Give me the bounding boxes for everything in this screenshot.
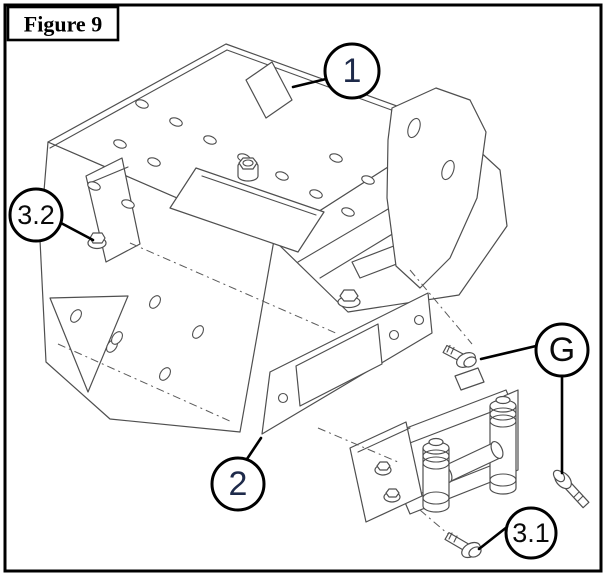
hex-bolt-g-duplicate [552, 469, 590, 509]
deck-holes [87, 99, 375, 217]
callout-1-label: 1 [343, 52, 362, 90]
projection-lines [57, 242, 473, 535]
fairlead-end-plate [349, 421, 423, 523]
front-panel-bolt [337, 289, 361, 309]
roller-fairlead-assembly [349, 367, 519, 523]
callout-1: 1 [291, 42, 381, 100]
callout-g: G [479, 322, 590, 475]
figure-title: Figure 9 [24, 12, 102, 37]
hex-bolt-g [442, 344, 477, 368]
figure-label-box: Figure 9 [6, 5, 120, 42]
callout-3-2: 3.2 [8, 187, 95, 243]
callout-3-1: 3.1 [477, 506, 558, 560]
callout-2: 2 [210, 436, 266, 512]
apron-holes [110, 295, 205, 381]
roller-right [489, 395, 517, 495]
hex-bolt-lower [444, 532, 482, 559]
callout-3-1-label: 3.1 [512, 518, 550, 548]
roller-left [422, 437, 450, 513]
fairlead-mounting-plate [261, 292, 433, 435]
callout-2-label: 2 [229, 465, 248, 503]
callouts: 1 2 3.1 3.2 G [8, 42, 590, 560]
callout-g-label: G [549, 331, 575, 369]
deck-nut [237, 157, 259, 182]
callout-3-2-label: 3.2 [17, 200, 55, 230]
